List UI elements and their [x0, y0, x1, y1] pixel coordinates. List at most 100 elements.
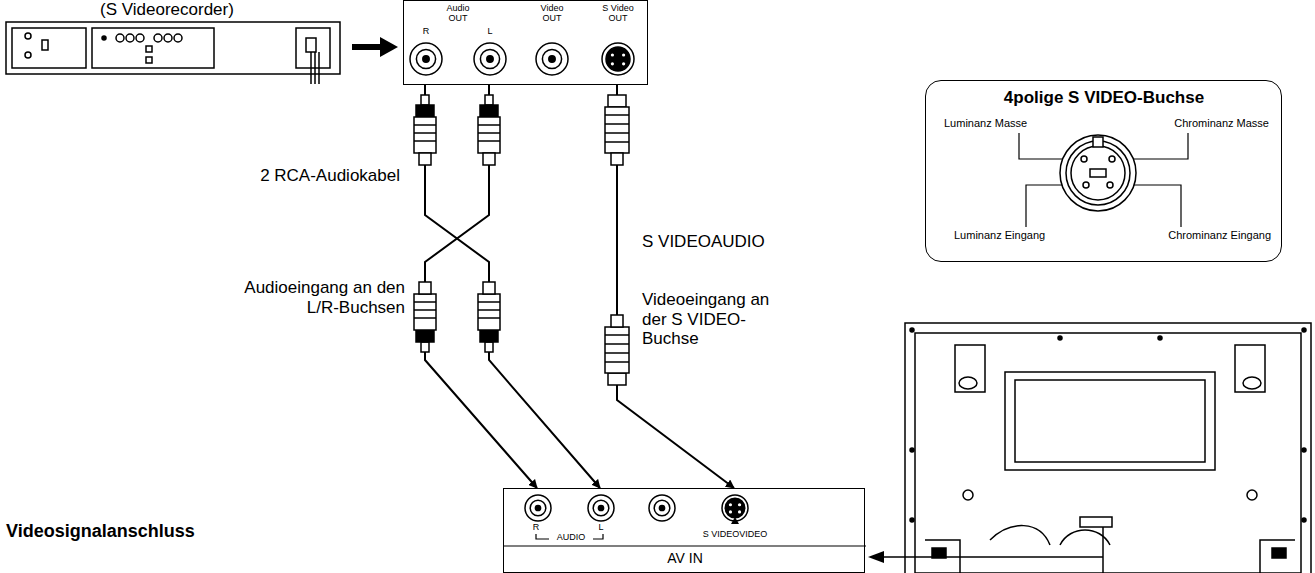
vcr-cable: [311, 52, 319, 84]
svideo-plug: [605, 315, 629, 385]
svideo-plug: [605, 95, 629, 165]
jack-ring: [530, 500, 546, 516]
plug-grip: [414, 140, 436, 142]
rca-plug: [414, 282, 436, 352]
vcr-panel: [12, 28, 86, 68]
vcr-led: [102, 36, 106, 40]
plug-grip: [605, 334, 629, 336]
jack-pin: [611, 53, 614, 56]
jack-panel: Audio OUTRLVideo OUTS Video OUT: [403, 0, 648, 85]
rca-jack: [525, 495, 551, 521]
socket-pin: [1109, 156, 1115, 162]
jack-label: S Video OUT: [598, 4, 638, 24]
plug-grip: [478, 301, 500, 303]
rca-jack: [588, 495, 614, 521]
plug-tip: [608, 95, 626, 107]
vcr-buttons: [116, 34, 182, 42]
cable-plugs: [414, 95, 629, 385]
plug-body: [478, 294, 500, 330]
plug-body: [605, 327, 629, 373]
jack-pin: [729, 510, 732, 513]
vcr-illustration: [6, 22, 340, 84]
vcr-button: [146, 46, 152, 52]
socket-outer: [1060, 135, 1136, 211]
cable-connector: [425, 85, 600, 488]
cable-connector: [425, 85, 537, 488]
plug-collar: [480, 105, 498, 117]
jack-ring: [649, 495, 675, 521]
plug-body: [414, 294, 436, 330]
jack-panel: RLAUDIOS VIDEOVIDEOAV IN: [503, 488, 865, 573]
monitor-back-plate: [915, 333, 1301, 573]
jack-pin: [729, 503, 732, 506]
plug-body: [414, 117, 436, 153]
jack-pin: [598, 505, 603, 510]
monitor-recess: [1005, 372, 1215, 470]
plug-grip: [478, 132, 500, 134]
monitor-rear: [905, 323, 1311, 573]
jack-ring: [593, 500, 609, 516]
orientation-mark: [731, 517, 739, 524]
screw: [1302, 328, 1306, 332]
plug-collar: [416, 105, 434, 117]
plug-grip: [478, 317, 500, 319]
monitor-bracket: [955, 345, 1265, 392]
vcr-knob: [25, 52, 31, 58]
cable-connector: [617, 85, 734, 488]
rca-plug: [478, 282, 500, 352]
plug-tip: [608, 373, 626, 385]
jack-pin: [535, 505, 540, 510]
pinout-box: 4polige S VIDEO-BuchseLuminanz MasseChro…: [925, 80, 1282, 262]
jack-label: AUDIO: [549, 533, 593, 543]
jack-socket: [725, 498, 745, 518]
plug-grip: [414, 317, 436, 319]
jack-pin: [622, 62, 625, 65]
jack-ring: [416, 49, 435, 68]
socket-inner: [1071, 146, 1125, 200]
plug-collar: [480, 330, 498, 342]
pin-name: Luminanz Masse: [944, 117, 1027, 129]
vcr-panel: [92, 28, 214, 68]
vcr-button: [136, 34, 144, 42]
jack-pin: [738, 510, 741, 513]
plug-body: [605, 107, 629, 153]
jack-ring: [525, 495, 551, 521]
mount-hole: [1247, 490, 1257, 500]
plug-body: [478, 117, 500, 153]
screw: [910, 328, 914, 332]
plug-grip: [478, 124, 500, 126]
screw: [910, 518, 914, 522]
mount-hole: [963, 490, 973, 500]
rca-jack: [410, 43, 442, 75]
screw: [1302, 448, 1306, 452]
panel-line: [504, 545, 866, 546]
plug-tail: [483, 153, 495, 165]
jack-ring: [602, 43, 634, 75]
vcr-button: [116, 34, 124, 42]
jack-ring: [588, 495, 614, 521]
rca-jack: [536, 43, 568, 75]
av-in-position: [1080, 517, 1112, 527]
jack-pin: [611, 62, 614, 65]
monitor-foot-pad: [1272, 548, 1286, 558]
jack-ring: [410, 43, 442, 75]
vcr-terminal: [296, 28, 330, 68]
mount-hole: [1243, 377, 1261, 389]
jack-pin: [549, 56, 555, 62]
rca-plug: [414, 95, 436, 165]
plug-grip: [605, 132, 629, 134]
vcr-button: [154, 34, 162, 42]
jack-label: R: [419, 27, 433, 37]
mount-hole: [959, 377, 977, 389]
device-label: (S Videorecorder): [100, 0, 234, 20]
direction-arrow: [352, 44, 382, 50]
plug-collar: [416, 330, 434, 342]
rca-plug: [478, 95, 500, 165]
plug-tail: [611, 315, 623, 327]
plug-grip: [605, 114, 629, 116]
socket-pin: [1107, 182, 1113, 188]
vcr-knob: [25, 33, 31, 39]
rca-jack: [649, 495, 675, 521]
monitor-recess-inner: [1015, 380, 1205, 462]
plug-grip: [414, 124, 436, 126]
